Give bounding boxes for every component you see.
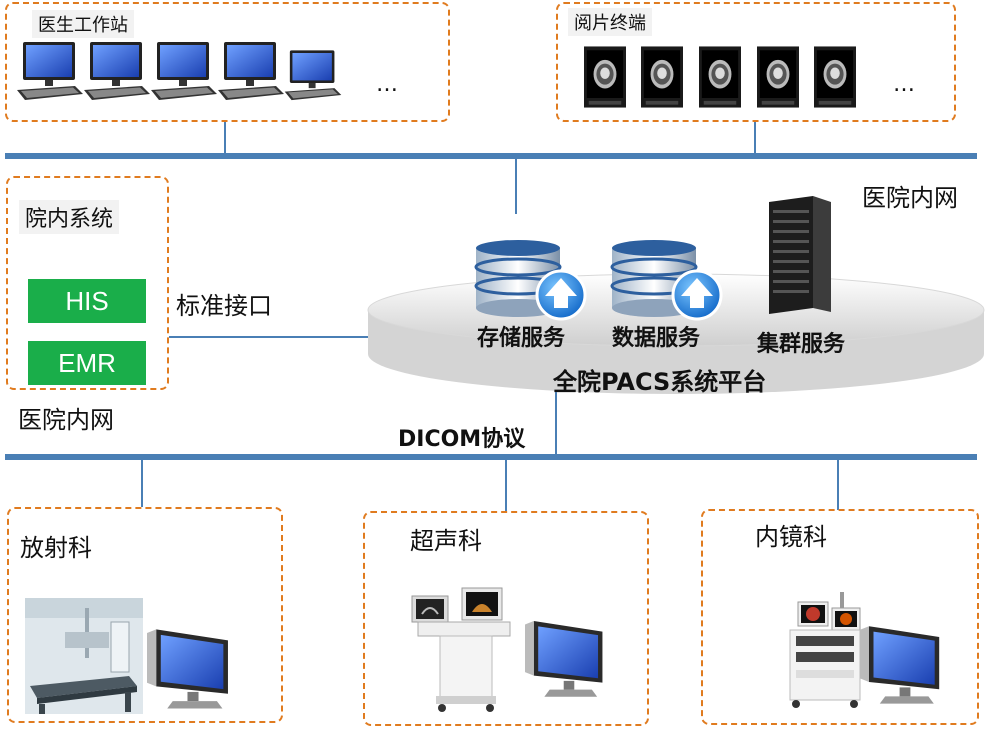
workstation-pc-icon — [82, 42, 152, 104]
left-network-label: 医院内网 — [18, 406, 114, 434]
hospital-network-label: 医院内网 — [862, 184, 958, 212]
data-service-label: 数据服务 — [612, 326, 701, 351]
connector-line — [224, 122, 226, 155]
cluster-service-label: 集群服务 — [757, 332, 846, 357]
ultrasound-machine-image — [411, 587, 511, 712]
standard-interface-label: 标准接口 — [176, 292, 272, 320]
connector-line — [505, 460, 507, 511]
viewer-terminal-label: 阅片终端 — [568, 8, 652, 36]
more-workstations-ellipsis: … — [376, 72, 399, 97]
viewer-monitor-icon — [757, 44, 799, 110]
ultrasound-department-box — [363, 511, 649, 726]
cluster-server-icon — [769, 196, 831, 314]
radiology-label: 放射科 — [20, 534, 92, 562]
ultrasound-label: 超声科 — [410, 527, 482, 555]
workstation-pc-icon — [283, 50, 343, 104]
doctor-workstation-group — [5, 2, 450, 122]
endoscopy-label: 内镜科 — [755, 523, 827, 551]
his-system-badge: HIS — [28, 279, 146, 323]
storage-service-label: 存储服务 — [477, 326, 566, 351]
viewer-monitor-icon — [699, 44, 741, 110]
workstation-pc-icon — [149, 42, 219, 104]
workstation-pc-icon — [216, 42, 286, 104]
connector-line — [555, 392, 557, 456]
interface-connector-line — [169, 336, 374, 338]
doctor-workstation-label: 医生工作站 — [32, 10, 134, 38]
top-network-bus — [5, 153, 977, 159]
viewer-monitor-icon — [641, 44, 683, 110]
hospital-systems-title: 院内系统 — [19, 200, 120, 234]
viewer-terminal-group — [556, 2, 956, 122]
connector-line — [515, 158, 517, 214]
dicom-protocol-label: DICOM协议 — [398, 427, 526, 452]
endoscopy-cart-image — [789, 592, 861, 708]
more-viewers-ellipsis: … — [893, 72, 916, 97]
pacs-platform-title: 全院PACS系统平台 — [553, 368, 767, 396]
connector-line — [141, 460, 143, 507]
viewer-monitor-icon — [814, 44, 856, 110]
data-database-icon — [610, 240, 723, 321]
hospital-systems-group — [6, 176, 169, 390]
workstation-pc-icon — [15, 42, 85, 104]
connector-line — [837, 460, 839, 510]
xray-equipment-image — [25, 598, 143, 714]
viewer-monitor-icon — [584, 44, 626, 110]
radiology-department-box — [7, 507, 283, 723]
storage-database-icon — [474, 240, 587, 321]
bottom-network-bus — [5, 454, 977, 460]
connector-line — [754, 122, 756, 155]
endoscopy-monitor-icon — [860, 618, 950, 710]
endoscopy-department-box — [701, 509, 979, 725]
emr-system-badge: EMR — [28, 341, 146, 385]
ultrasound-monitor-icon — [525, 612, 613, 704]
radiology-monitor-icon — [147, 622, 239, 714]
